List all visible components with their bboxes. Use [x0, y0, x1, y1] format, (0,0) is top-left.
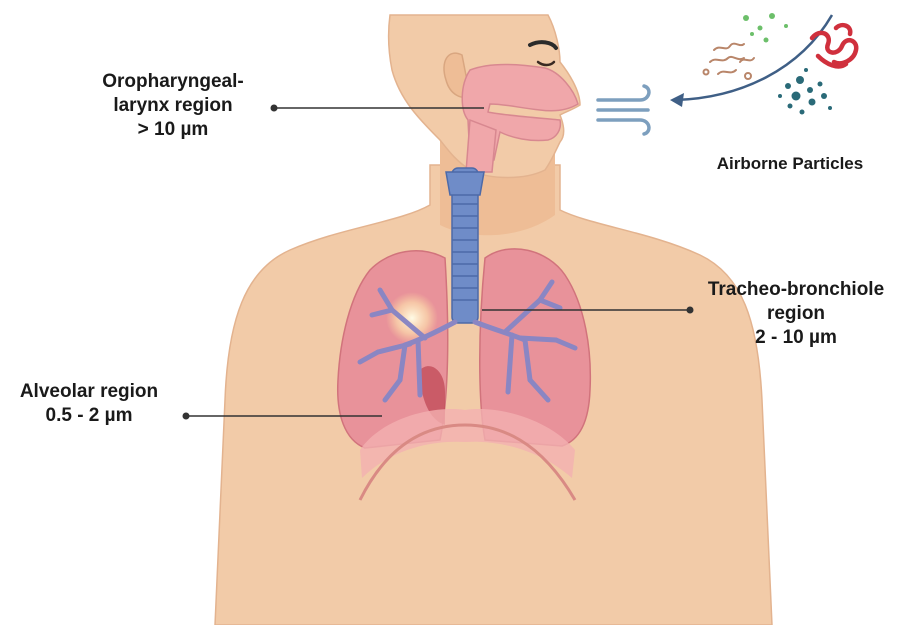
tracheo-line-3: 2 - 10 µm: [688, 326, 904, 350]
red-particles: [812, 25, 856, 66]
oropharyngeal-line-3: > 10 µm: [78, 118, 268, 142]
tracheo-label: Tracheo-bronchiole region 2 - 10 µm: [688, 278, 904, 350]
brown-particles: [704, 44, 755, 79]
teal-particles: [778, 68, 832, 115]
tracheo-line-2: region: [688, 302, 904, 326]
airborne-particles-text: Airborne Particles: [690, 152, 890, 176]
pharynx: [466, 120, 496, 172]
arrow-head: [670, 93, 684, 107]
alveolar-line-2: 0.5 - 2 µm: [0, 404, 178, 428]
oropharyngeal-label: Oropharyngeal- larynx region > 10 µm: [78, 70, 268, 142]
leader-dot-alv: [183, 413, 190, 420]
oropharyngeal-line-1: Oropharyngeal-: [78, 70, 268, 94]
oropharyngeal-line-2: larynx region: [78, 94, 268, 118]
alveolar-label: Alveolar region 0.5 - 2 µm: [0, 380, 178, 428]
air-flow-icon: [598, 86, 649, 134]
green-particles: [743, 13, 788, 43]
leader-dot-oro: [271, 105, 278, 112]
larynx: [446, 172, 484, 195]
alveolar-line-1: Alveolar region: [0, 380, 178, 404]
airborne-particles-label: Airborne Particles: [690, 152, 890, 176]
tracheo-line-1: Tracheo-bronchiole: [688, 278, 904, 302]
